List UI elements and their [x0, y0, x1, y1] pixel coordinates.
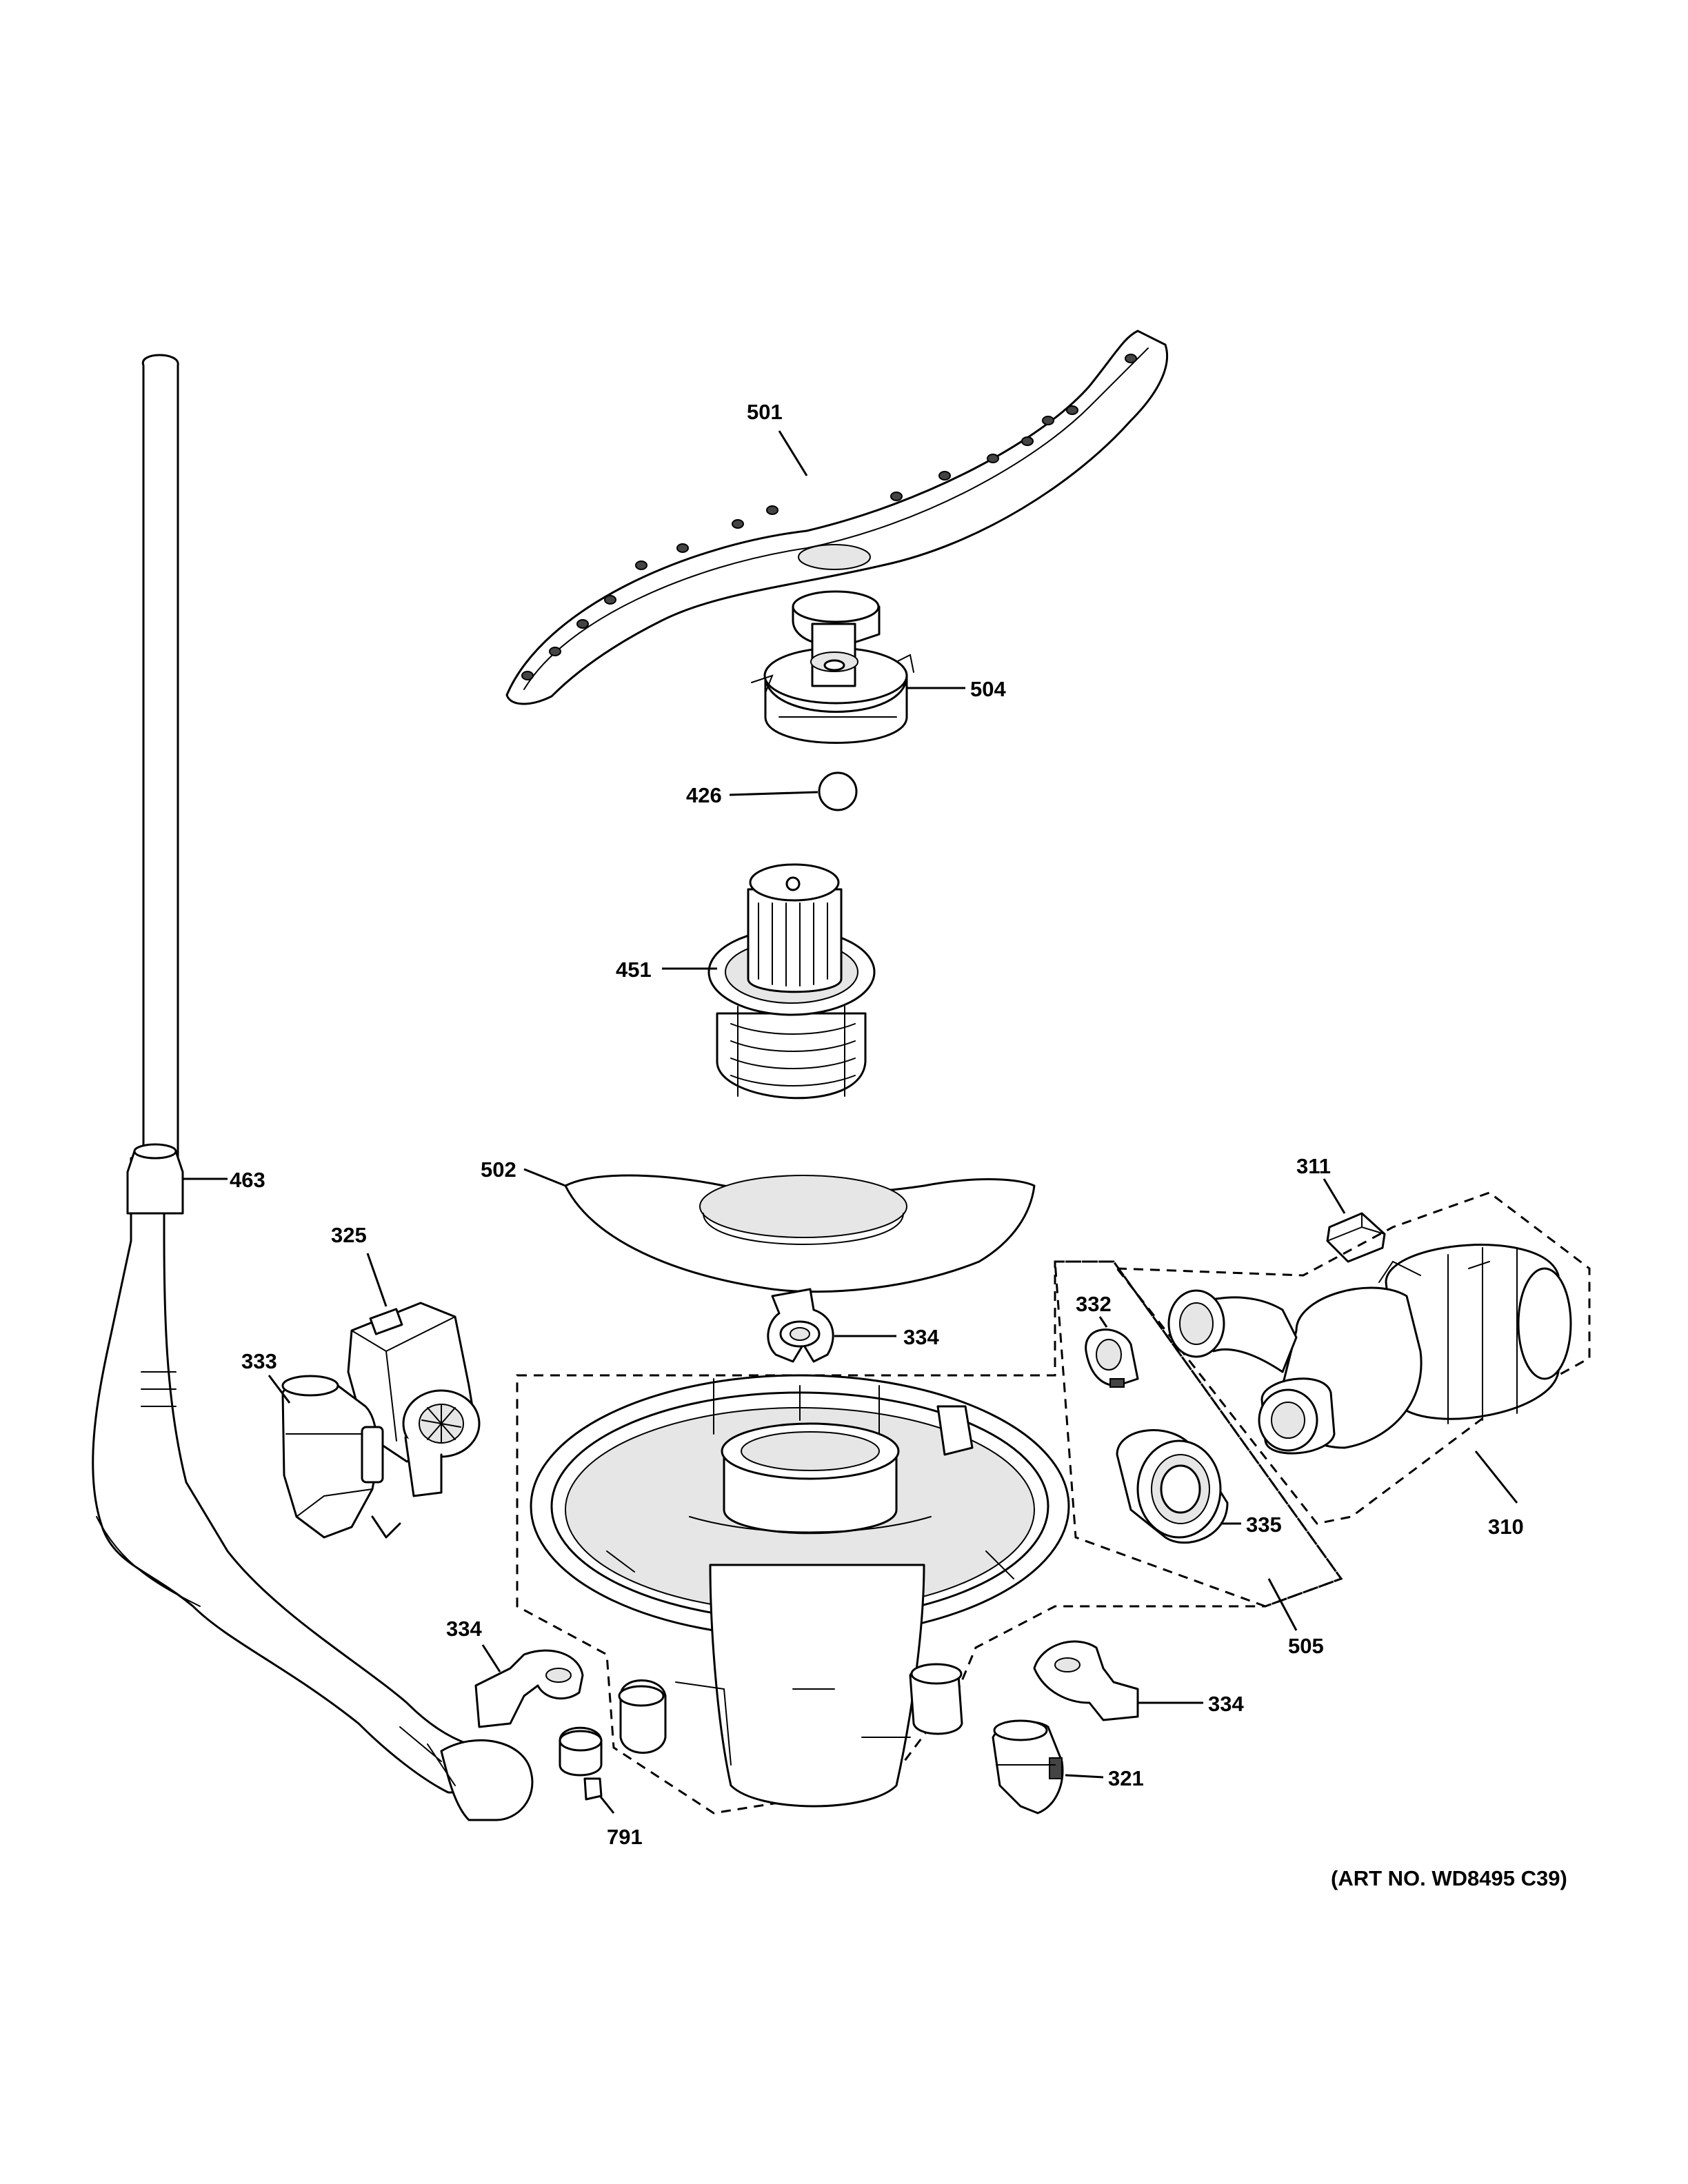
- spray-arm-501: [505, 330, 1169, 705]
- clip-334-left: [474, 1649, 584, 1728]
- spray-arm-hub-504: [751, 590, 914, 744]
- callout-504: 504: [970, 677, 1006, 701]
- circulation-pump-310: [1114, 1191, 1591, 1525]
- seal-bellows-335: [1116, 1429, 1229, 1544]
- callout-501: 501: [747, 400, 783, 424]
- callout-451: 451: [616, 958, 652, 982]
- clamp-332: [1085, 1328, 1139, 1388]
- art-number: (ART NO. WD8495 C39): [1331, 1866, 1567, 1890]
- callout-426: 426: [686, 783, 722, 807]
- diverter-motor-333: [281, 1375, 401, 1539]
- callout-335: 335: [1246, 1513, 1282, 1537]
- pad-311: [1326, 1212, 1386, 1263]
- callout-334-top: 334: [903, 1325, 939, 1349]
- callout-502: 502: [481, 1157, 516, 1182]
- callout-505: 505: [1288, 1634, 1324, 1658]
- callout-310: 310: [1488, 1515, 1524, 1539]
- drain-hose-463: [92, 354, 534, 1821]
- ball-426: [818, 771, 858, 811]
- sensor-321: [992, 1719, 1064, 1814]
- callout-334-right: 334: [1208, 1692, 1244, 1716]
- callout-332: 332: [1076, 1292, 1112, 1316]
- callout-321: 321: [1108, 1766, 1144, 1790]
- callout-311: 311: [1296, 1154, 1331, 1178]
- hose-clamp-791: [559, 1726, 603, 1801]
- callout-791: 791: [607, 1825, 643, 1849]
- filter-screen-502: [564, 1174, 1036, 1293]
- filter-assembly-451: [707, 863, 876, 1100]
- callout-463: 463: [230, 1168, 265, 1192]
- sump-assembly-505: [516, 1260, 1343, 1814]
- drain-pump-325: [347, 1302, 481, 1497]
- seal-group: [1054, 1260, 1343, 1608]
- callout-334-left: 334: [446, 1617, 482, 1641]
- callout-325: 325: [331, 1223, 367, 1247]
- clip-334-right: [1033, 1640, 1139, 1721]
- callout-333: 333: [241, 1349, 277, 1373]
- clip-334-top: [767, 1288, 834, 1363]
